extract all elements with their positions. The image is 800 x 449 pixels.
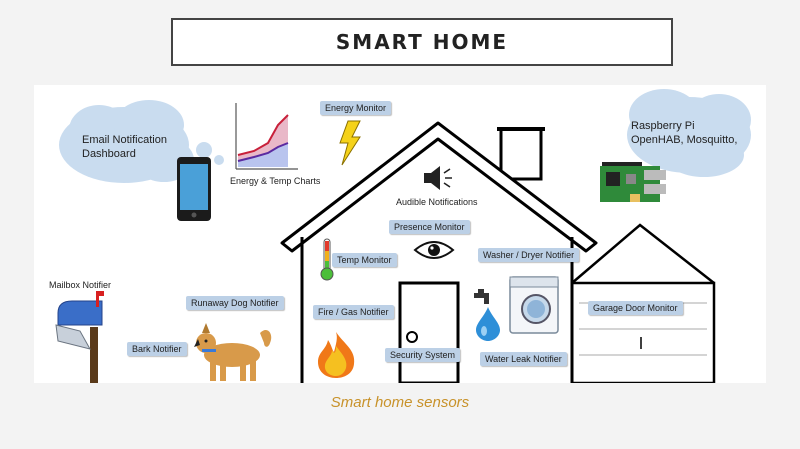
security-system-label: Security System — [385, 348, 461, 362]
slide-title: SMART HOME — [335, 30, 509, 54]
mailbox-notifier-label: Mailbox Notifier — [49, 280, 112, 290]
fire-gas-label: Fire / Gas Notifier — [313, 305, 394, 319]
garage-door-label: Garage Door Monitor — [588, 301, 683, 315]
faucet-icon — [474, 289, 489, 304]
diagram-panel: Email Notification Dashboard Raspberry P… — [34, 85, 766, 383]
water-leak-label: Water Leak Notifier — [480, 352, 567, 366]
speaker-icon — [424, 166, 452, 190]
audible-notifications-label: Audible Notifications — [396, 197, 478, 207]
lightning-icon — [339, 120, 361, 166]
washer-dryer-label: Washer / Dryer Notifier — [478, 248, 580, 262]
presence-monitor-label: Presence Monitor — [389, 220, 470, 234]
house-outline — [280, 121, 716, 383]
smartphone-icon — [177, 157, 211, 221]
figure-caption: Smart home sensors — [330, 394, 470, 411]
dog-icon — [194, 323, 272, 381]
raspberry-pi-label-1: Raspberry Pi — [631, 120, 695, 132]
charts-label: Energy & Temp Charts — [230, 176, 321, 186]
flame-icon — [318, 332, 355, 378]
runaway-dog-label: Runaway Dog Notifier — [186, 296, 284, 310]
mailbox-icon — [55, 291, 104, 383]
eye-icon — [413, 241, 455, 259]
line-chart-icon — [235, 103, 298, 170]
cloud-right-icon — [627, 89, 751, 177]
energy-monitor-label: Energy Monitor — [320, 101, 392, 115]
email-dashboard-label: Email Notification Dashboard — [82, 134, 167, 160]
raspberry-pi-board-icon — [600, 162, 666, 202]
raspberry-pi-label-2: OpenHAB, Mosquitto, — [631, 134, 738, 146]
bark-notifier-label: Bark Notifier — [127, 342, 187, 356]
water-drop-icon — [476, 307, 500, 341]
temp-monitor-label: Temp Monitor — [332, 253, 397, 267]
thermometer-icon — [320, 238, 334, 281]
cloud-left-icon — [59, 100, 224, 183]
title-box: SMART HOME — [171, 18, 673, 66]
washing-machine-icon — [509, 276, 559, 334]
